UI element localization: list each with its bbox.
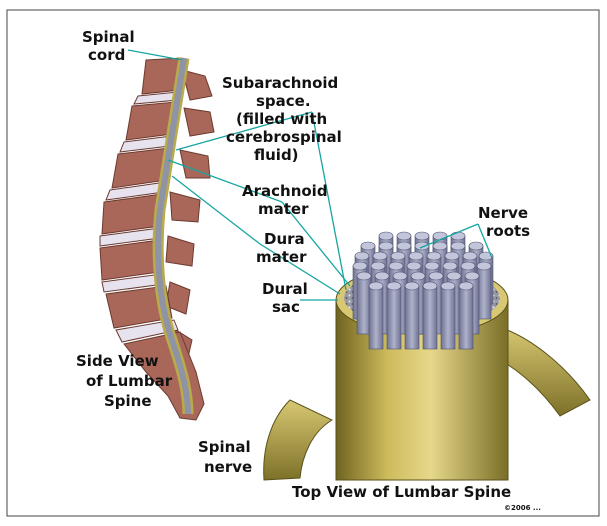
nerve-root-end [373,252,387,260]
nerve-root-end [461,262,475,270]
label-subarachnoid-3: (filled with [236,110,327,128]
label-subarachnoid-4: cerebrospinal [226,128,342,146]
label-dural-sac-1: Dural [262,280,308,298]
nerve-root-end [357,272,371,280]
label-side-view-2: of Lumbar [86,372,173,390]
label-top-view: Top View of Lumbar Spine [292,483,511,501]
nerve-root-end [445,252,459,260]
nerve-root-end [469,242,483,250]
label-arachnoid-2: mater [258,200,309,218]
nerve-root-end [423,282,437,290]
nerve-root-end [361,242,375,250]
label-spinal-cord-2: cord [88,46,125,64]
nerve-root-end [397,242,411,250]
nerve-root-end [379,232,393,240]
nerve-root-end [415,232,429,240]
nerve-root-end [425,262,439,270]
label-arachnoid-1: Arachnoid [242,182,328,200]
label-subarachnoid-2: space. [256,92,311,110]
nerve-root-end [451,232,465,240]
nerve-root-end [451,242,465,250]
nerve-root-end [443,262,457,270]
label-spinal-nerve-2: nerve [204,458,252,476]
nerve-root-end [379,242,393,250]
label-side-view-1: Side View [76,352,159,370]
nerve-root-end [405,282,419,290]
left-nerve-branch [264,400,332,480]
nerve-root [405,286,419,349]
nerve-root-end [433,242,447,250]
nerve-root-end [371,262,385,270]
label-nerve-roots-1: Nerve [478,204,528,222]
label-side-view-3: Spine [104,392,152,410]
label-spinal-nerve-1: Spinal [198,438,251,456]
label-subarachnoid-5: fluid) [254,146,299,164]
label-dura-1: Dura [264,230,305,248]
nerve-root [441,286,455,349]
nerve-root-end [391,252,405,260]
nerve-root-end [397,232,411,240]
nerve-root-end [459,282,473,290]
label-dural-sac-2: sac [272,298,300,316]
nerve-root-end [355,252,369,260]
nerve-root-end [409,252,423,260]
nerve-root-end [393,272,407,280]
dural-sac-top-view [264,232,590,480]
label-dura-2: mater [256,248,307,266]
nerve-root-end [411,272,425,280]
nerve-root-end [433,232,447,240]
nerve-root-end [353,262,367,270]
nerve-root-end [415,242,429,250]
nerve-root-end [441,282,455,290]
nerve-root [423,286,437,349]
nerve-roots [353,232,493,349]
nerve-root-end [447,272,461,280]
nerve-root [369,286,383,349]
label-spinal-cord-1: Spinal [82,28,135,46]
nerve-root-end [463,252,477,260]
nerve-root-end [389,262,403,270]
nerve-root-end [375,272,389,280]
nerve-root-end [477,262,491,270]
nerve-root [459,286,473,349]
nerve-root-end [407,262,421,270]
nerve-root-end [429,272,443,280]
nerve-root-end [369,282,383,290]
nerve-root-end [427,252,441,260]
copyright-text: ©2006 ... [504,504,541,512]
nerve-root-end [465,272,479,280]
label-nerve-roots-2: roots [486,222,530,240]
label-subarachnoid-1: Subarachnoid [222,74,338,92]
nerve-root-end [387,282,401,290]
nerve-root [387,286,401,349]
